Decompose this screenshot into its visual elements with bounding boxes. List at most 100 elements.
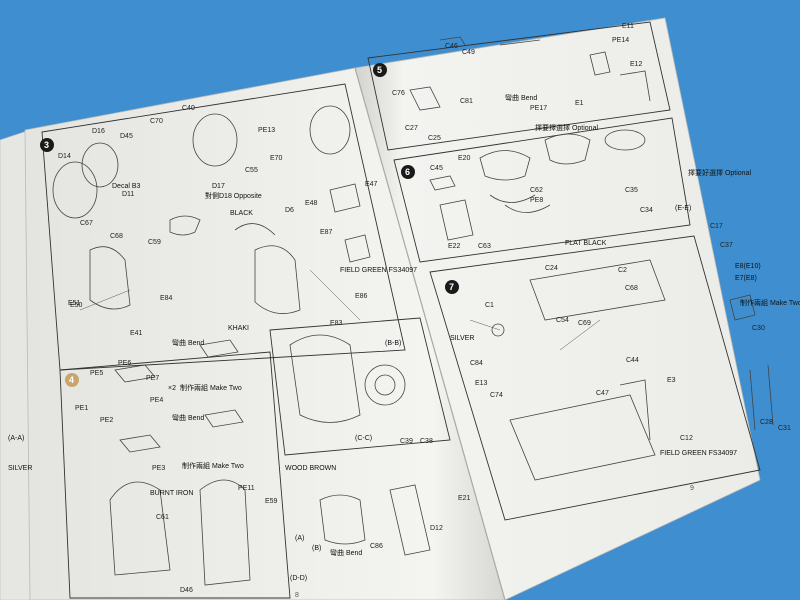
part-label: C81	[460, 98, 473, 105]
part-label: D6	[285, 207, 294, 214]
times-two-note: ×2	[168, 385, 176, 392]
part-label: E86	[355, 293, 368, 300]
svg-text:6: 6	[405, 167, 410, 177]
svg-text:5: 5	[377, 65, 382, 75]
view-label: (B)	[312, 545, 321, 552]
part-label: E47	[365, 181, 378, 188]
part-label: E41	[130, 330, 143, 337]
part-label: C45	[430, 165, 443, 172]
optional-note-2: 擇要好選擇 Optional	[688, 168, 751, 177]
part-label: C74	[490, 392, 503, 399]
part-label: C59	[148, 239, 161, 246]
part-label: C47	[596, 390, 609, 397]
part-label: C25	[428, 135, 441, 142]
opposite-note: 對側D18 Opposite	[205, 191, 262, 200]
panel-step-3	[41, 83, 406, 371]
color-callout-field-green: FIELD GREEN FS34097	[660, 450, 737, 457]
part-label: D11	[122, 191, 134, 198]
right-page-notes: 彎曲 Bend 擇要擇選擇 Optional 擇要好選擇 Optional 制作…	[450, 93, 800, 492]
bend-note: 彎曲 Bend	[505, 93, 537, 102]
svg-text:4: 4	[69, 375, 74, 385]
part-label: C67	[80, 220, 93, 227]
panel-step-4	[59, 351, 291, 599]
part-label: C44	[626, 357, 639, 364]
bend-note-2: 彎曲 Bend	[172, 413, 204, 422]
part-label: D16	[92, 128, 105, 135]
part-label: PE1	[75, 405, 88, 412]
spine	[354, 67, 506, 600]
part-label: C68	[110, 233, 123, 240]
part-label: E70	[270, 155, 283, 162]
panel-view-c	[269, 317, 451, 456]
view-label: (C-C)	[355, 435, 372, 442]
view-label: (D-D)	[290, 575, 307, 582]
svg-text:3: 3	[44, 140, 49, 150]
part-label: C68	[625, 285, 638, 292]
part-label: PE6	[118, 360, 131, 367]
part-label: D12	[430, 525, 443, 532]
part-label: C61	[156, 514, 169, 521]
leader-lines	[79, 269, 601, 351]
part-label: PE13	[258, 127, 275, 134]
part-drawings	[52, 36, 774, 586]
part-label: C27	[405, 125, 418, 132]
part-label: C34	[640, 207, 653, 214]
part-label: E11	[622, 23, 634, 30]
part-label: D45	[120, 133, 133, 140]
part-label: C49	[462, 49, 475, 56]
part-label: C84	[470, 360, 483, 367]
part-label: D14	[58, 153, 71, 160]
part-note-e8: E8(E10)	[735, 263, 761, 270]
part-label: C30	[752, 325, 765, 332]
part-label: C37	[720, 242, 733, 249]
step-badge-6: 6	[401, 165, 415, 179]
color-callout-field-green: FIELD GREEN FS34097	[340, 267, 417, 274]
part-label: E59	[265, 498, 278, 505]
part-label: C70	[150, 118, 163, 125]
part-label: C31	[778, 425, 791, 432]
color-callout-black: BLACK	[230, 210, 253, 217]
part-label: E20	[458, 155, 471, 162]
part-label: C24	[545, 265, 558, 272]
svg-text:7: 7	[449, 282, 454, 292]
step-badge-4: 4	[65, 373, 79, 387]
part-label: E21	[458, 495, 471, 502]
part-label: C69	[578, 320, 591, 327]
color-callout-burnt-iron: BURNT IRON	[150, 490, 193, 497]
part-label: C39	[400, 438, 413, 445]
part-note-e7: E7(E8)	[735, 275, 757, 282]
part-label: C1	[485, 302, 494, 309]
part-label: C38	[420, 438, 433, 445]
part-label: E51	[68, 300, 81, 307]
part-label: C76	[392, 90, 405, 97]
decal-note: Decal B3	[112, 183, 141, 190]
right-page-labels: C46 C49 C76 C81 C27 C25 PE17 E1 E11 PE14…	[392, 23, 791, 442]
part-label: C35	[625, 187, 638, 194]
step-badge-3: 3	[40, 138, 54, 152]
part-label: C54	[556, 317, 569, 324]
part-label: D46	[180, 587, 193, 594]
make-two-note-1: 制作兩組 Make Two	[180, 383, 242, 392]
part-label: C55	[245, 167, 258, 174]
part-label: E50	[70, 302, 83, 309]
color-callout-wood-brown: WOOD BROWN	[285, 465, 336, 472]
part-label: E22	[448, 243, 461, 250]
panel-step-7	[429, 235, 761, 521]
left-page	[24, 67, 506, 600]
make-two-note-2: 制作兩組 Make Two	[182, 461, 244, 470]
panel-step-6	[393, 117, 691, 263]
part-label: PE2	[100, 417, 113, 424]
view-label: (A)	[295, 535, 304, 542]
page-number-right: 9	[690, 485, 694, 492]
part-label: C62	[530, 187, 543, 194]
part-label: E13	[475, 380, 488, 387]
part-label: PE7	[146, 375, 159, 382]
part-label: PE3	[152, 465, 165, 472]
part-label: C86	[370, 543, 383, 550]
color-callout-silver: SILVER	[8, 465, 32, 472]
page-number-left: 8	[295, 592, 299, 599]
part-label: E83	[330, 320, 343, 327]
part-label: E1	[575, 100, 584, 107]
part-label: E12	[630, 61, 643, 68]
